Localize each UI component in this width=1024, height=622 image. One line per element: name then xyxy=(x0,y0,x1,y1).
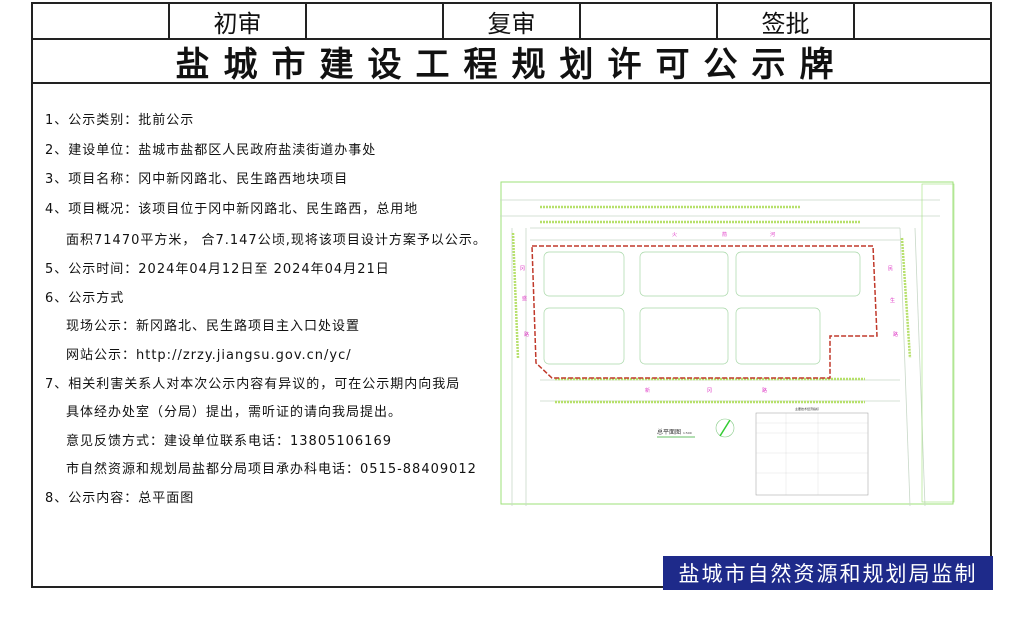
road-label: 盛 xyxy=(522,295,527,302)
road-label: 新 xyxy=(645,387,650,394)
header-cell xyxy=(307,4,444,38)
notice-line: 具体经办处室（分局）提出，需听证的请向我局提出。 xyxy=(66,405,403,420)
notice-line: 面积71470平方米， 合7.147公顷,现将该项目设计方案予以公示。 xyxy=(66,233,487,248)
road-label: 民 xyxy=(888,266,893,272)
road-lines xyxy=(500,199,940,506)
site-plan-drawing: 火 箭 河 冈 盛 路 民 生 路 新 冈 路 总平面图 1:500 主要技术经… xyxy=(500,181,955,506)
notice-line: 3、项目名称：冈中新冈路北、民生路西地块项目 xyxy=(45,172,349,187)
header-cell xyxy=(581,4,718,38)
notice-line: 5、公示时间：2024年04月12日至 2024年04月21日 xyxy=(45,262,390,277)
building-blocks xyxy=(543,251,861,365)
title-block xyxy=(921,183,955,503)
indicator-table xyxy=(755,412,869,496)
header-re-review: 复审 xyxy=(444,4,581,38)
road-label: 冈 xyxy=(707,388,712,394)
road-label: 河 xyxy=(770,231,775,238)
site-boundary xyxy=(531,245,878,379)
north-arrow-icon xyxy=(715,418,735,438)
notice-line: 意见反馈方式：建设单位联系电话：13805106169 xyxy=(66,434,392,449)
notice-line: 4、项目概况：该项目位于冈中新冈路北、民生路西，总用地 xyxy=(45,202,419,217)
page-title: 盐城市建设工程规划许可公示牌 xyxy=(31,38,992,85)
notice-line: 1、公示类别：批前公示 xyxy=(45,113,195,128)
notice-line: 6、公示方式 xyxy=(45,291,125,306)
table-title: 主要技术经济指标 xyxy=(795,406,819,411)
notice-line: 7、相关利害关系人对本次公示内容有异议的，可在公示期内向我局 xyxy=(45,377,461,392)
supervisor-banner: 盐城市自然资源和规划局监制 xyxy=(663,556,993,590)
road-label: 路 xyxy=(762,387,767,394)
notice-line: 现场公示：新冈路北、民生路项目主入口处设置 xyxy=(66,319,361,334)
drawing-border xyxy=(500,181,954,505)
road-label: 冈 xyxy=(520,266,525,272)
road-label: 箭 xyxy=(722,231,727,238)
header-cell xyxy=(33,4,170,38)
header-sign-off: 签批 xyxy=(718,4,855,38)
notice-line: 市自然资源和规划局盐都分局项目承办科电话：0515-88409012 xyxy=(66,462,477,477)
road-label: 生 xyxy=(890,297,895,304)
road-label: 路 xyxy=(524,331,529,338)
website-link[interactable]: 网站公示：http://zrzy.jiangsu.gov.cn/yc/ xyxy=(66,348,352,363)
tree-rows xyxy=(511,205,912,404)
road-labels: 火 箭 河 冈 盛 路 民 生 路 新 冈 路 xyxy=(520,231,898,394)
notice-line: 8、公示内容：总平面图 xyxy=(45,491,195,506)
approval-header: 初审 复审 签批 xyxy=(31,2,992,40)
road-label: 路 xyxy=(893,331,898,338)
plan-title: 总平面图 xyxy=(657,428,681,436)
header-initial-review: 初审 xyxy=(170,4,307,38)
header-cell xyxy=(855,4,990,38)
notice-line: 2、建设单位：盐城市盐都区人民政府盐渎街道办事处 xyxy=(45,143,377,158)
plan-scale: 1:500 xyxy=(683,431,692,435)
road-label: 火 xyxy=(672,232,677,238)
